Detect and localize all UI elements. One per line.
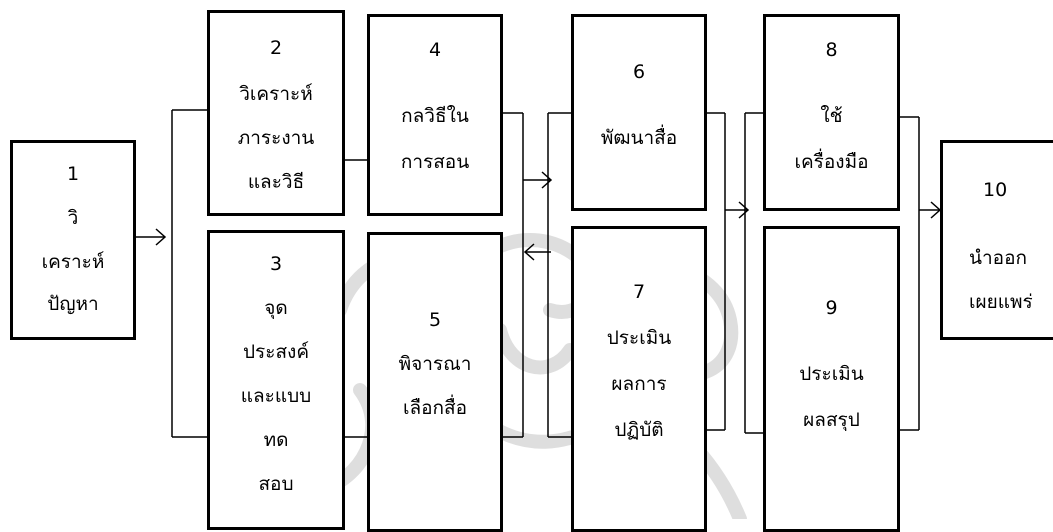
step-1-line: ปัญหา [47,293,99,315]
step-1-box: 1 วิ เคราะห์ ปัญหา [10,140,136,340]
step-3-line: 3 [269,253,283,275]
step-3-line: และแบบ [240,385,312,407]
step-3-box: 3 จุด ประสงค์ และแบบ ทด สอบ [207,230,345,530]
connectors [136,109,942,438]
step-10-box: 10 นำออก เผยแพร่ [940,140,1053,340]
step-3-line: ประสงค์ [242,341,310,363]
step-6-line: 6 [632,61,646,83]
step-4-box: 4 กลวิธีใน การสอน [367,14,503,216]
step-9-line: ประเมิน [799,363,864,385]
step-8-box: 8 ใช้ เครื่องมือ [763,14,900,211]
step-1-line: เคราะห์ [41,251,105,273]
step-10-line: เผยแพร่ [969,291,1033,313]
step-8-line: เครื่องมือ [794,151,869,173]
step-3-line: สอบ [258,473,294,495]
step-9-box: 9 ประเมิน ผลสรุป [763,226,900,532]
step-5-box: 5 พิจารณา เลือกสื่อ [367,232,503,532]
step-4-line: การสอน [400,151,470,173]
step-3-line: จุด [264,297,288,319]
step-2-line: ภาระงาน [237,127,315,149]
step-7-line: ปฏิบัติ [614,419,664,441]
step-7-line: 7 [632,281,646,303]
step-2-line: วิเคราะห์ [239,83,313,105]
step-10-line: 10 [983,179,1008,201]
step-3-line: ทด [263,429,289,451]
step-9-line: 9 [825,297,838,319]
step-7-box: 7 ประเมิน ผลการ ปฏิบัติ [571,226,707,532]
step-2-line: 2 [269,37,283,59]
step-9-line: ผลสรุป [803,409,860,431]
step-5-line: เลือกสื่อ [402,397,468,419]
step-8-line: 8 [825,39,838,61]
step-5-line: พิจารณา [398,353,472,375]
step-6-line: พัฒนาสื่อ [600,127,678,149]
step-2-line: และวิธี [247,171,305,193]
step-6-box: 6 พัฒนาสื่อ [571,14,707,211]
flow-diagram: 1 วิ เคราะห์ ปัญหา 2 วิเคราะห์ ภาระงาน แ… [10,10,1053,532]
step-5-line: 5 [428,309,442,331]
step-7-line: ประเมิน [606,327,672,349]
step-8-line: ใช้ [820,105,843,127]
step-2-box: 2 วิเคราะห์ ภาระงาน และวิธี [207,10,345,216]
step-1-line: 1 [66,163,80,185]
step-1-line: วิ [67,207,79,229]
step-7-line: ผลการ [611,373,667,395]
step-4-line: 4 [428,39,442,61]
step-10-line: นำออก [969,247,1027,269]
step-4-line: กลวิธีใน [401,105,469,127]
